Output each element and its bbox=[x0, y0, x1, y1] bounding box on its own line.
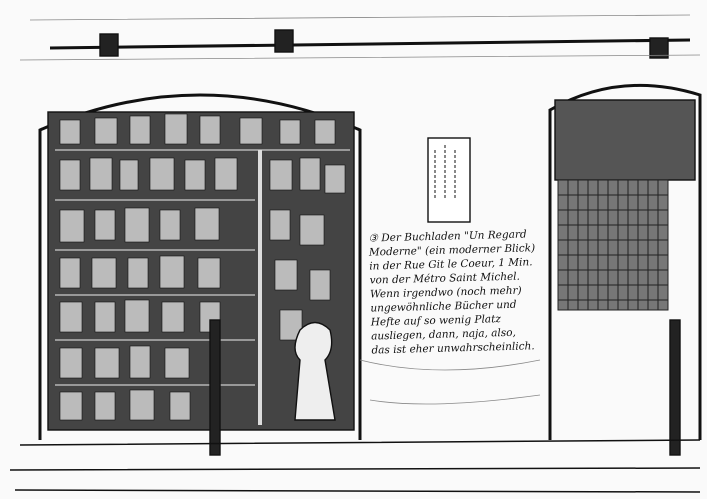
bollard-left bbox=[209, 319, 221, 456]
spotlight-1 bbox=[99, 33, 119, 57]
spotlight-2 bbox=[274, 29, 294, 53]
books bbox=[59, 113, 346, 421]
bollard-right bbox=[669, 319, 681, 456]
spotlight-3 bbox=[649, 37, 669, 59]
light-rail bbox=[49, 38, 691, 50]
handwritten-caption: ③ Der Buchladen "Un Regard Moderne" (ein… bbox=[368, 226, 566, 357]
posted-notice bbox=[427, 137, 471, 223]
window-grille bbox=[557, 179, 669, 311]
sidewalk bbox=[9, 439, 701, 493]
bookshelves bbox=[55, 149, 350, 425]
person-figure bbox=[294, 321, 336, 421]
